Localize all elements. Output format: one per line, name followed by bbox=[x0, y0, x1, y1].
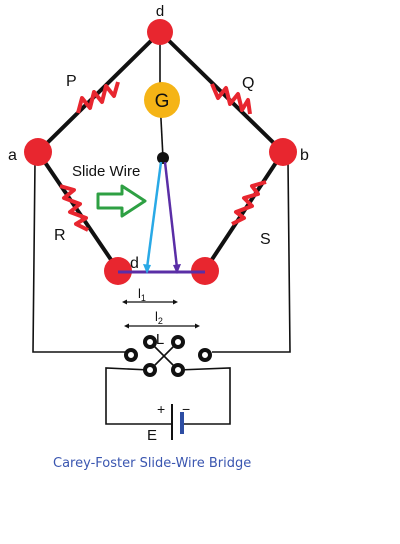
length-markers bbox=[122, 299, 200, 329]
node-a-label: a bbox=[8, 147, 17, 164]
battery-label: E bbox=[147, 427, 157, 444]
resistor-p-label: P bbox=[66, 73, 77, 90]
l1-label: l1 bbox=[138, 286, 146, 303]
resistor-r bbox=[59, 184, 89, 232]
resistor-r-label: R bbox=[54, 227, 66, 244]
wire-switch-to-battery-right bbox=[177, 367, 231, 425]
diagram-caption: Carey-Foster Slide-Wire Bridge bbox=[53, 456, 251, 471]
resistor-q-label: Q bbox=[242, 75, 254, 92]
wire-switch-to-battery-left bbox=[105, 367, 172, 425]
l1-marker-arrow-left bbox=[122, 299, 127, 305]
total-length-label: L bbox=[156, 331, 164, 348]
slide-arrow-dark bbox=[163, 161, 179, 269]
battery-plus-label: + bbox=[157, 401, 165, 417]
node-b-label: b bbox=[300, 147, 309, 164]
galvanometer-circle-icon bbox=[144, 82, 180, 118]
right-arrow-outline-icon bbox=[96, 184, 147, 218]
l2-marker-arrow-right bbox=[195, 323, 200, 329]
resistor-s-label: S bbox=[260, 231, 271, 248]
switch-terminal-2 bbox=[143, 335, 157, 349]
jockey-point bbox=[157, 152, 169, 164]
l2-label-sub: 2 bbox=[158, 316, 163, 326]
wire-a-to-bottom-left bbox=[36, 150, 120, 272]
battery-minus-label: − bbox=[182, 401, 190, 417]
battery-gap bbox=[172, 416, 182, 432]
slide-wire-label: Slide Wire bbox=[72, 163, 140, 180]
slide-arrow-light bbox=[145, 161, 163, 269]
switch-terminal-5 bbox=[143, 363, 157, 377]
switch-terminal-1 bbox=[124, 348, 138, 362]
resistors bbox=[59, 81, 267, 232]
l2-label: l2 bbox=[155, 309, 163, 326]
switch-terminal-4 bbox=[198, 348, 212, 362]
switch-terminal-3 bbox=[171, 335, 185, 349]
switch-terminals bbox=[124, 335, 212, 377]
l1-marker-arrow-right bbox=[173, 299, 178, 305]
resistor-q bbox=[210, 83, 252, 115]
wire-a-to-d bbox=[36, 30, 162, 154]
l1-label-main: l bbox=[138, 286, 141, 301]
node-top-d bbox=[147, 19, 173, 45]
resistor-p bbox=[76, 81, 120, 114]
node-top-d-label: d bbox=[156, 3, 164, 20]
wire-b-to-switch bbox=[212, 161, 291, 353]
galvanometer-label: G bbox=[155, 91, 170, 112]
node-bottom-left-label: d bbox=[130, 255, 139, 272]
resistor-s bbox=[231, 180, 267, 226]
l1-label-sub: 1 bbox=[141, 293, 146, 303]
switch-terminal-6 bbox=[171, 363, 185, 377]
node-b bbox=[269, 138, 297, 166]
node-a bbox=[24, 138, 52, 166]
wire-a-to-switch bbox=[32, 161, 128, 353]
l2-marker-arrow-left bbox=[124, 323, 129, 329]
slide-arrow-light-head bbox=[143, 264, 151, 274]
bridge-wires bbox=[36, 30, 285, 272]
l2-label-main: l bbox=[155, 309, 158, 324]
slide-arrow-dark-head bbox=[173, 264, 181, 274]
